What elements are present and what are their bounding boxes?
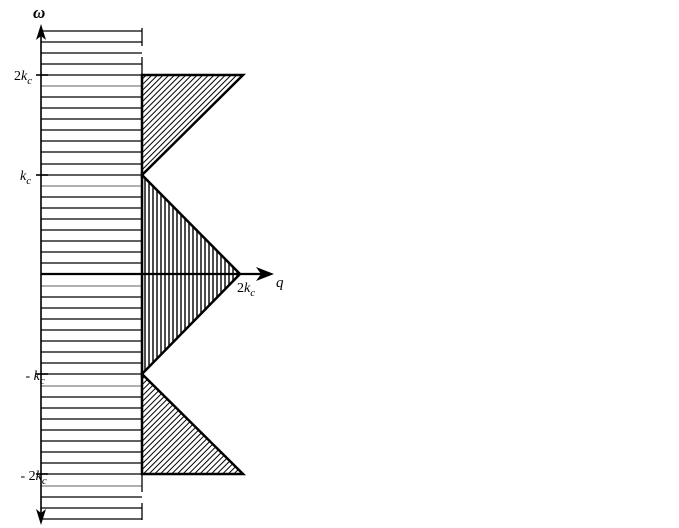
q-tick-label-2kc: 2kc bbox=[237, 281, 255, 299]
tick-label-2kc: 2kc bbox=[14, 69, 32, 87]
upper-triangle-region bbox=[140, 73, 247, 178]
omega-axis-down-arrow-icon bbox=[36, 509, 46, 525]
q-axis-arrow-icon bbox=[256, 267, 274, 281]
q-axis bbox=[41, 267, 274, 281]
omega-ticks bbox=[36, 74, 48, 475]
tick-label-kc: kc bbox=[20, 169, 31, 187]
lower-triangle-region bbox=[140, 371, 247, 476]
omega-axis-label: ω bbox=[33, 3, 45, 22]
omega-axis-up-arrow-icon bbox=[36, 24, 46, 40]
tick-label-neg-2kc: - 2kc bbox=[3, 469, 57, 488]
horizontal-stripes bbox=[41, 30, 142, 520]
q-axis-label: q bbox=[276, 275, 284, 291]
tick-label-neg-kc: - kc bbox=[8, 369, 55, 388]
